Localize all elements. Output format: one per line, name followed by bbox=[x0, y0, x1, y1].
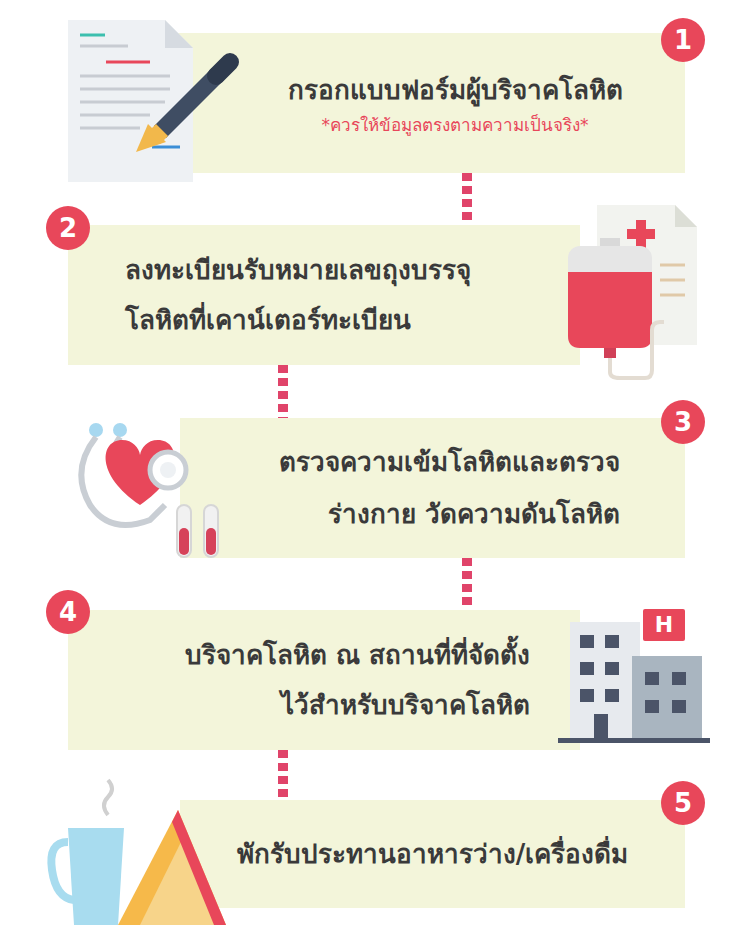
label-text: H bbox=[655, 614, 673, 636]
process-box: บริจาคโลหิต ณ สถานที่ที่จัดตั้ง ไว้สำหรั… bbox=[68, 610, 580, 750]
callout-number: 3 bbox=[661, 400, 705, 444]
hospital-sign: H bbox=[643, 609, 685, 641]
step-text: พักรับประทานอาหารว่าง/เครื่องดื่ม bbox=[237, 832, 629, 876]
step-connector bbox=[462, 173, 472, 225]
step-text: บริจาคโลหิต ณ สถานที่ที่จัดตั้ง ไว้สำหรั… bbox=[176, 630, 530, 730]
label-text: 1 bbox=[674, 27, 692, 53]
step-note: *ควรให้ข้อมูลตรงตามความเป็นจริง* bbox=[322, 112, 589, 138]
process-box: กรอกแบบฟอร์มผู้บริจาคโลหิต*ควรให้ข้อมูลต… bbox=[175, 33, 685, 173]
step-connector bbox=[278, 365, 288, 418]
label-text: 4 bbox=[59, 599, 77, 625]
step-text: กรอกแบบฟอร์มผู้บริจาคโลหิต bbox=[288, 68, 623, 112]
callout-number: 1 bbox=[661, 18, 705, 62]
callout-number: 5 bbox=[661, 781, 705, 825]
step-connector bbox=[462, 558, 472, 610]
label-text: 5 bbox=[674, 790, 692, 816]
step-connector bbox=[278, 750, 288, 800]
step-text: ตรวจความเข้มโลหิตและตรวจ ร่างกาย วัดความ… bbox=[271, 436, 620, 540]
step-text: ลงทะเบียนรับหมายเลขถุงบรรจุ โลหิตที่เคาน… bbox=[125, 245, 479, 345]
hospital-icon bbox=[558, 622, 710, 743]
form-pen-icon bbox=[68, 20, 230, 182]
process-box: พักรับประทานอาหารว่าง/เครื่องดื่ม bbox=[180, 800, 685, 908]
label-text: 2 bbox=[59, 215, 77, 241]
blood-bag-icon bbox=[568, 205, 697, 378]
process-box: ตรวจความเข้มโลหิตและตรวจ ร่างกาย วัดความ… bbox=[180, 418, 685, 558]
callout-number: 2 bbox=[46, 206, 90, 250]
snack-icon bbox=[51, 780, 226, 925]
callout-number: 4 bbox=[46, 590, 90, 634]
process-box: ลงทะเบียนรับหมายเลขถุงบรรจุ โลหิตที่เคาน… bbox=[68, 225, 580, 365]
stethoscope-icon bbox=[81, 423, 218, 557]
label-text: 3 bbox=[674, 409, 692, 435]
